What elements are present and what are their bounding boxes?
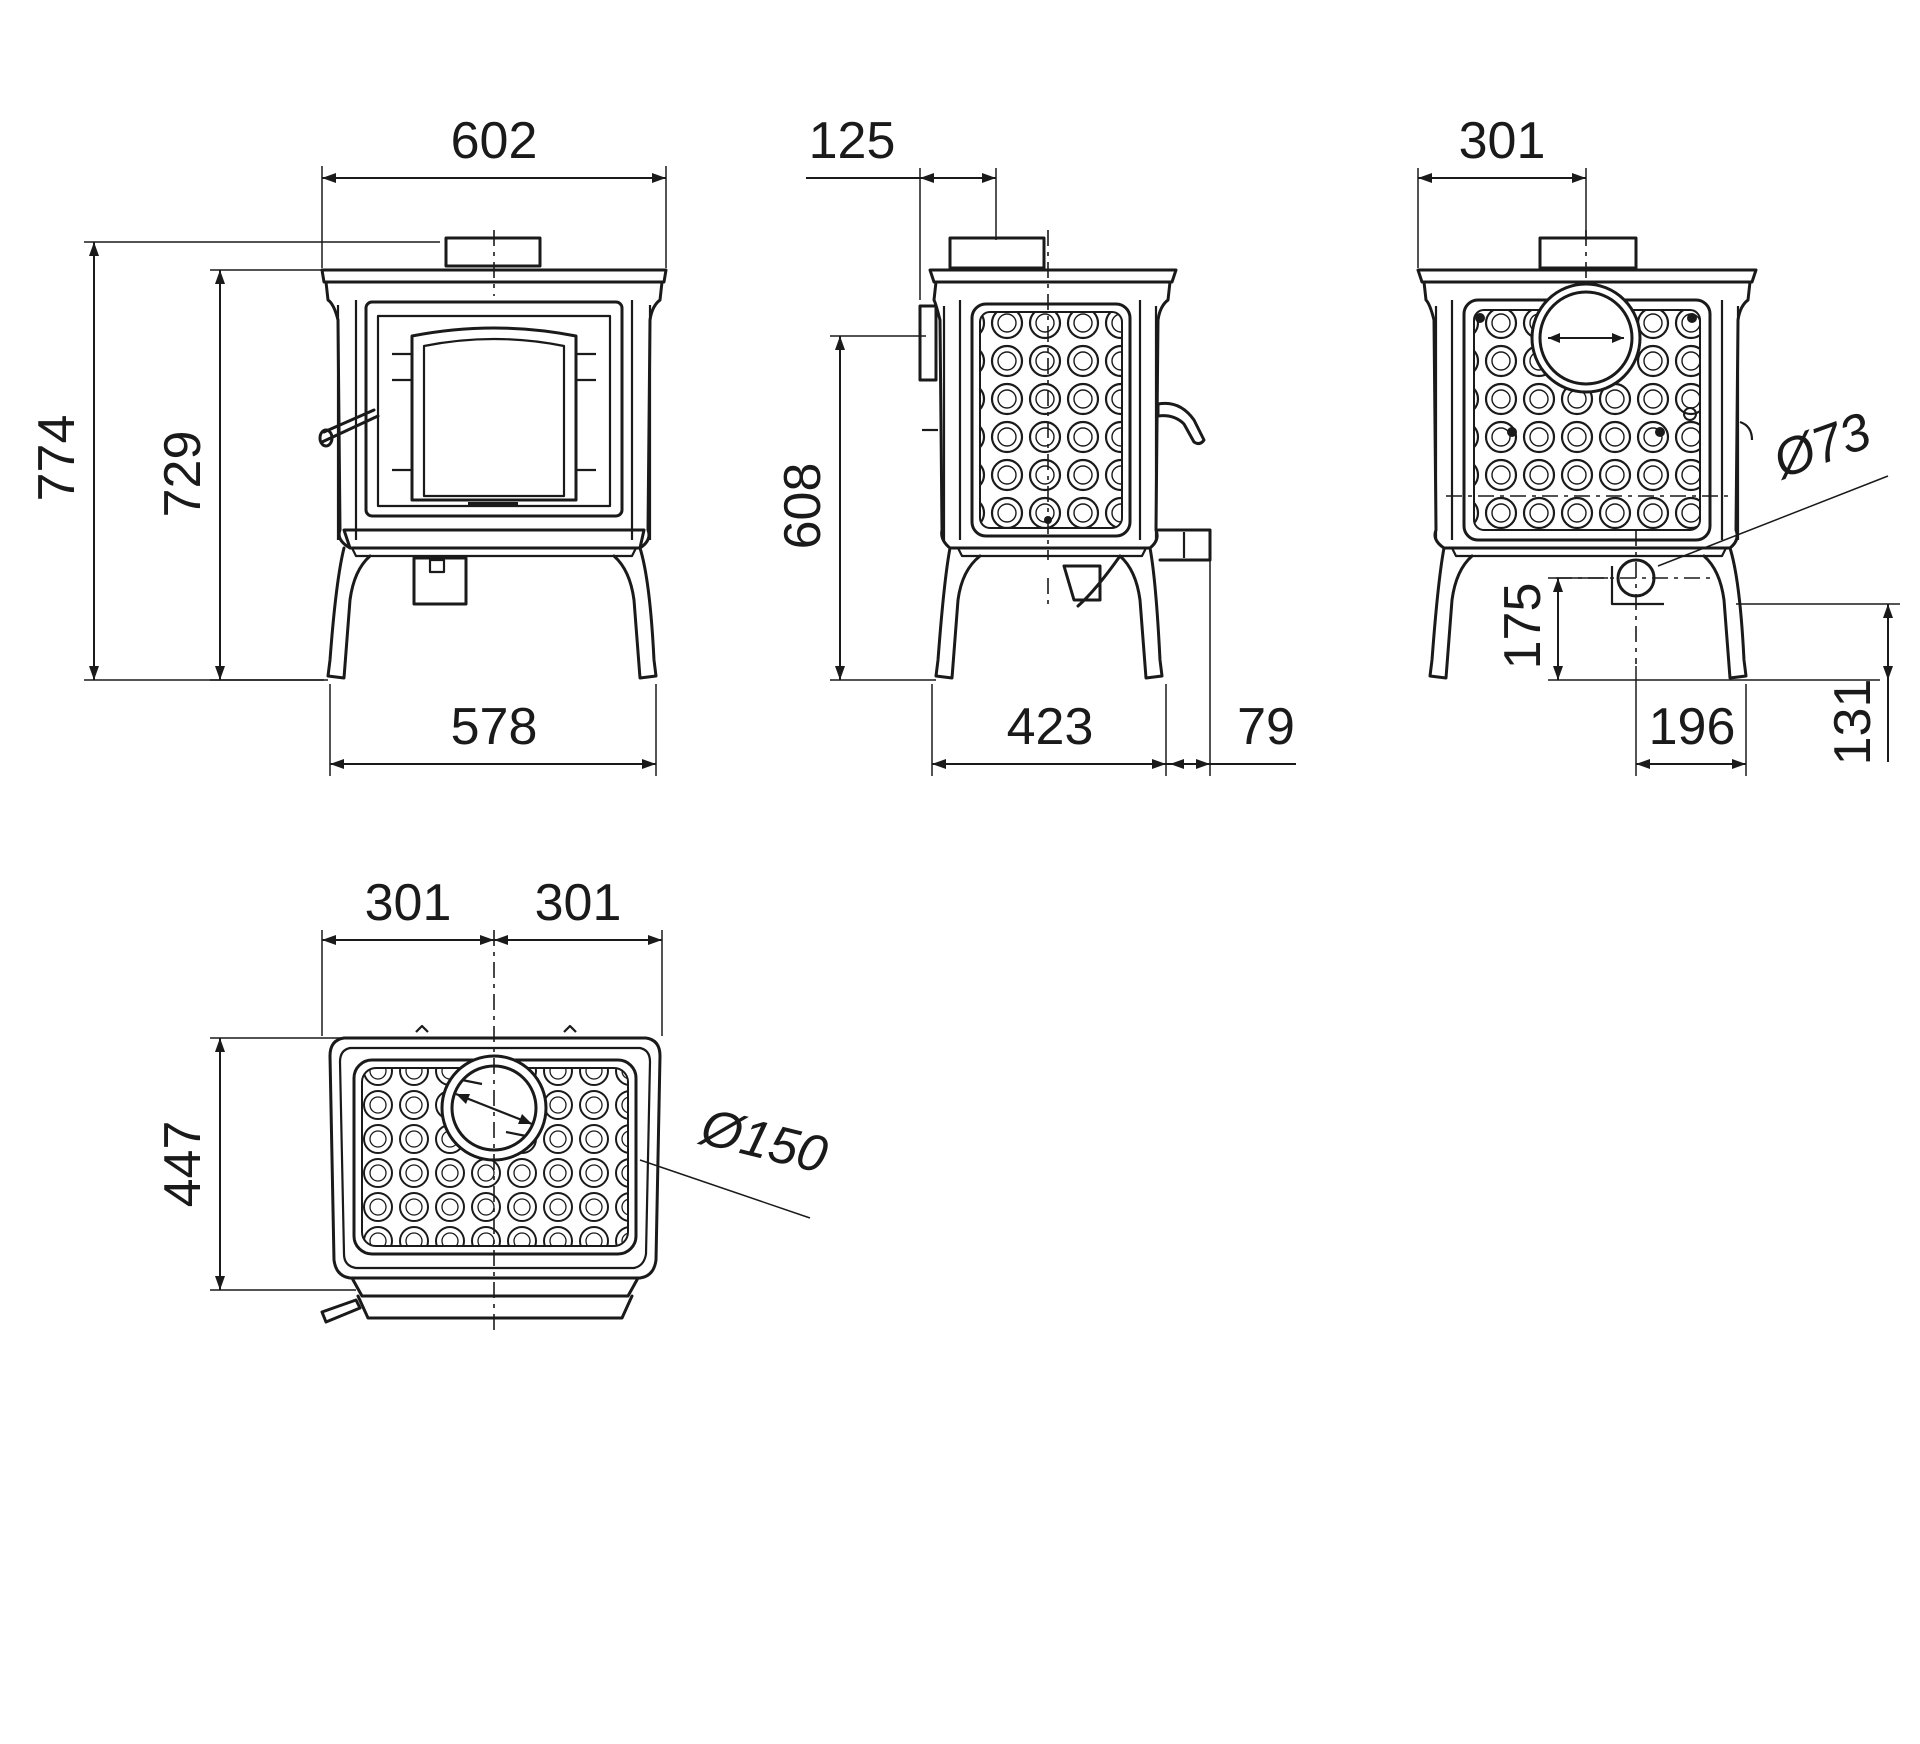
rear-shield	[918, 304, 938, 382]
top-outlet-marks	[461, 1078, 527, 1138]
front-leg-right	[612, 546, 658, 680]
dim-label-79: 79	[1237, 698, 1295, 756]
brand-badge	[468, 502, 518, 507]
top-dimensions: 301 301 447 Ø150	[154, 874, 833, 1291]
side-flue-collar	[948, 236, 1046, 270]
side-panel-ring-pattern	[979, 311, 1123, 529]
dim-label-301-right: 301	[535, 874, 622, 932]
front-dimensions: 602 774 729 578	[28, 112, 667, 776]
leg-bar	[350, 546, 638, 558]
rear-handle-stub	[1739, 420, 1754, 441]
top-outlet-diameter-line	[455, 1092, 533, 1126]
dim-label-602: 602	[451, 112, 538, 170]
door-handle-knob	[318, 428, 334, 448]
side-pillars	[336, 300, 652, 540]
side-panel	[970, 302, 1132, 538]
dim-label-196: 196	[1649, 698, 1736, 756]
rear-bolt-hole	[1683, 407, 1697, 421]
rear-leader-line	[1657, 475, 1889, 567]
top-outer-plate	[328, 1036, 662, 1280]
dim-label-608: 608	[774, 463, 832, 550]
front-leg-left	[326, 546, 372, 680]
top-handle-icon	[320, 1298, 362, 1324]
side-leg-bar	[956, 546, 1148, 558]
rear-bolt-icon	[1475, 313, 1485, 323]
side-dimensions: 125 608 423 79	[774, 112, 1296, 776]
rear-bolt-icon	[1655, 427, 1665, 437]
door-handle-icon	[320, 408, 380, 444]
rear-bolt-icon	[1687, 313, 1697, 323]
dim-label-774: 774	[28, 415, 86, 502]
rear-leg-bar	[1450, 546, 1728, 558]
dim-label-175: 175	[1494, 583, 1552, 670]
dim-label-131: 131	[1824, 679, 1882, 766]
top-plate	[320, 268, 668, 284]
dim-label-diameter-150: Ø150	[693, 1097, 832, 1185]
dim-label-578: 578	[451, 698, 538, 756]
dim-label-729: 729	[154, 431, 212, 518]
door-muntins	[392, 352, 596, 472]
dim-label-301-left: 301	[365, 874, 452, 932]
dim-label-447: 447	[154, 1121, 212, 1208]
rear-pillars	[1434, 300, 1740, 540]
top-leader-line	[639, 1159, 811, 1219]
rear-view	[1416, 230, 1889, 680]
side-pillars	[942, 300, 1158, 540]
side-view	[918, 230, 1212, 680]
door-glass-inner	[422, 337, 566, 498]
top-tabs	[415, 1024, 577, 1033]
top-outer-plate-inner	[338, 1046, 652, 1270]
side-leg-front	[934, 546, 982, 680]
rear-flue-collar	[1538, 236, 1638, 270]
dim-label-125: 125	[809, 112, 896, 170]
top-front-lip-lower	[356, 1294, 634, 1320]
rear-bolt-icon	[1507, 427, 1517, 437]
ash-pan	[412, 556, 468, 606]
dim-label-diameter-73: Ø73	[1764, 402, 1878, 491]
dim-label-301-rear: 301	[1459, 112, 1546, 170]
door-glass	[410, 326, 578, 502]
flue-collar	[444, 236, 542, 268]
dim-label-423: 423	[1007, 698, 1094, 756]
side-top-plate	[928, 268, 1178, 284]
ash-lip	[342, 528, 646, 550]
side-handle-icon	[1156, 401, 1206, 446]
front-view	[318, 230, 668, 680]
ash-pan-knob	[428, 558, 446, 574]
rear-top-plate	[1416, 268, 1758, 284]
door-frame	[364, 300, 624, 518]
stove-body	[324, 280, 664, 550]
rear-leg-left	[1428, 546, 1474, 680]
top-front-lip	[350, 1276, 640, 1298]
side-ash-bracket	[1062, 564, 1102, 602]
rear-leg-right	[1702, 546, 1748, 680]
side-air-lever	[1156, 528, 1212, 562]
top-view	[320, 930, 811, 1330]
side-leg-rear	[1076, 546, 1164, 680]
rear-dimensions: 301 Ø73 175 131 196	[1417, 112, 1900, 776]
rear-flue-outlet-inner	[1538, 290, 1634, 386]
